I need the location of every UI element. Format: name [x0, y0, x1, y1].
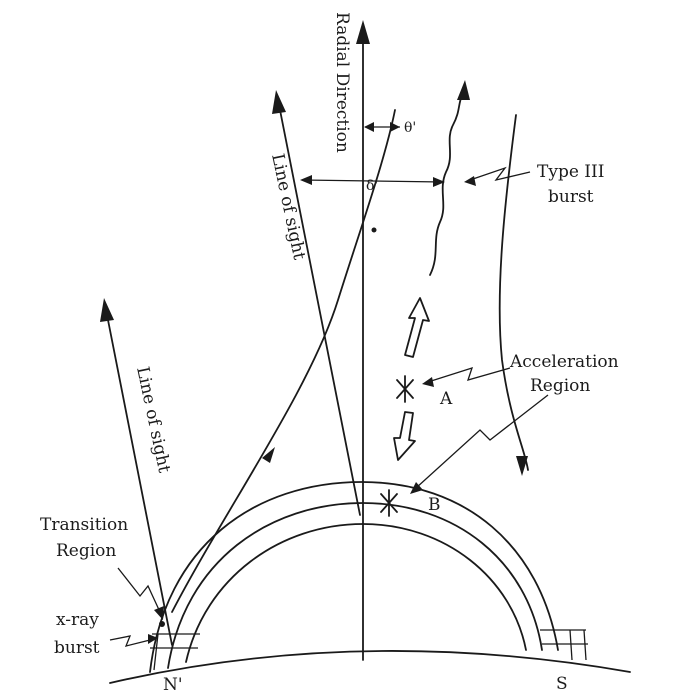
- radial-axis-arrowhead: [356, 20, 370, 44]
- upper-line-of-sight: [279, 109, 361, 516]
- transition-label-2: Region: [56, 541, 116, 561]
- left-foot-leg-1: [153, 633, 159, 671]
- left-line-of-sight-label: Line of sight: [132, 365, 174, 475]
- acceleration-label-1: Acceleration: [509, 352, 619, 372]
- left-field-dot: [371, 227, 377, 233]
- acceleration-point-b-star: [380, 489, 398, 517]
- acceleration-b-leader: [415, 394, 549, 489]
- xray-burst-dot: [159, 621, 165, 627]
- upward-hollow-arrow: [404, 297, 430, 358]
- foot-n-label: N': [163, 675, 183, 695]
- right-field-arrowhead: [516, 456, 528, 476]
- acceleration-b-leader-head: [410, 482, 423, 494]
- foot-s-label: S: [556, 674, 568, 694]
- transition-label-1: Transition: [40, 515, 128, 535]
- theta-marker-arrow-left: [364, 122, 374, 132]
- type-iii-burst-trace: [429, 94, 463, 276]
- radial-direction-label: Radial Direction: [332, 12, 352, 153]
- left-open-field-line: [171, 109, 396, 613]
- xray-burst-leader: [109, 635, 151, 647]
- left-line-of-sight: [107, 319, 173, 646]
- upper-line-of-sight-label: Line of sight: [267, 152, 309, 262]
- upper-line-of-sight-arrowhead: [272, 90, 286, 114]
- right-open-field-line: [498, 114, 529, 471]
- delta-marker-arrow-right: [433, 177, 445, 187]
- delta-marker-line: [301, 179, 444, 183]
- acceleration-label-2: Region: [530, 376, 590, 396]
- transition-region-leader: [117, 567, 161, 613]
- acceleration-a-leader: [427, 366, 511, 383]
- delta-marker-arrow-left: [300, 175, 312, 185]
- type-iii-label-2: burst: [548, 187, 594, 207]
- left-line-of-sight-arrowhead: [100, 298, 114, 322]
- theta-label: θ': [404, 120, 416, 136]
- type-iii-label-1: Type III: [537, 162, 604, 182]
- solar-surface: [109, 650, 631, 684]
- point-a-label: A: [439, 389, 453, 409]
- type-iii-leader-head: [464, 176, 476, 186]
- xray-label-1: x-ray: [56, 610, 99, 630]
- point-b-label: B: [428, 495, 441, 515]
- xray-label-2: burst: [54, 638, 100, 658]
- left-field-arrowhead: [262, 447, 275, 463]
- type-iii-leader: [469, 166, 531, 182]
- right-foot-leg-1: [569, 629, 573, 661]
- theta-marker-arrow-right: [390, 122, 400, 132]
- downward-hollow-arrow: [393, 411, 416, 461]
- acceleration-a-leader-head: [422, 377, 434, 387]
- type-iii-burst-arrowhead: [457, 80, 470, 100]
- right-foot-leg-2: [583, 629, 587, 661]
- xray-burst-leader-head: [148, 634, 158, 644]
- transition-region-leader-head: [154, 606, 164, 620]
- delta-label: δ': [366, 178, 378, 194]
- loop-outer-arc: [149, 481, 559, 673]
- acceleration-point-a-star: [396, 375, 414, 403]
